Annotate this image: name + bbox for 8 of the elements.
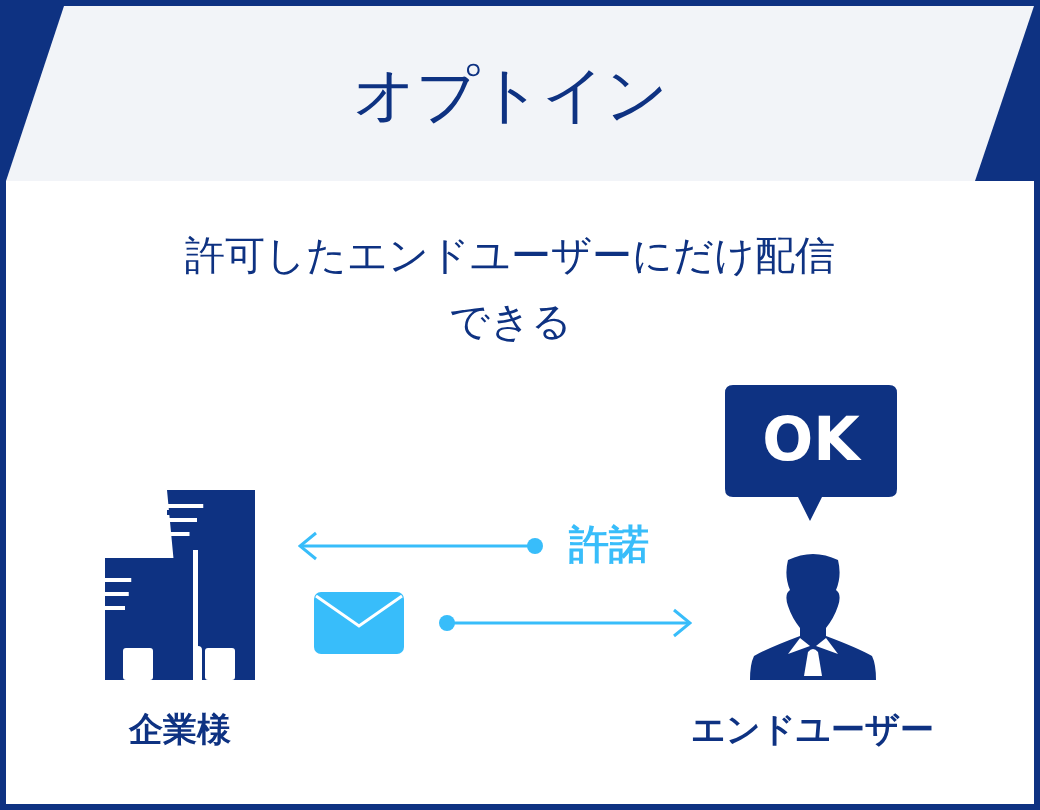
- node-label: エンドユーザー: [690, 708, 935, 751]
- speech-bubble: OK: [725, 385, 897, 521]
- arrow: [298, 531, 543, 561]
- edge-label: 許諾: [569, 520, 649, 569]
- subtitle: 許可したエンドユーザーにだけ配信できる: [184, 231, 836, 346]
- title: オプトイン: [351, 57, 669, 133]
- arrow: [439, 608, 692, 638]
- node-label: 企業様: [127, 708, 232, 751]
